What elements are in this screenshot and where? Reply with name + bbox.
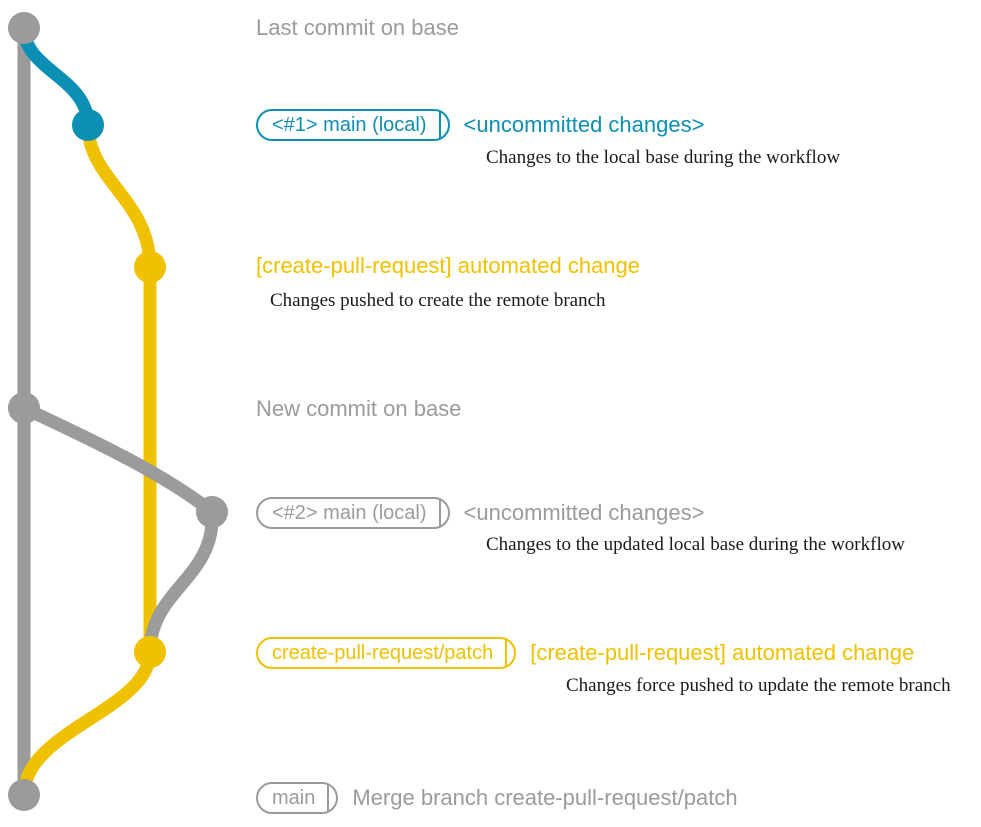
commit-description-local-commit-1: Changes to the local base during the wor… (486, 147, 841, 168)
row-merge-commit: main Merge branch create-pull-request/pa… (256, 782, 738, 814)
ref-badge-cap (327, 784, 336, 812)
base-to-local1-edge (17, 21, 95, 132)
node-new-commit-on-base (8, 392, 40, 424)
node-last-commit-on-base (8, 12, 40, 44)
row-local-commit-2: <#2> main (local) <uncommitted changes> (256, 497, 704, 529)
commit-subject-remote-commit-2: [create-pull-request] automated change (530, 640, 915, 665)
remote2-to-merge-edge (17, 645, 157, 802)
local1-to-remote1-edge (81, 118, 157, 274)
ref-badge-main-local-1[interactable]: <#1> main (local) (256, 109, 450, 141)
ref-badge-label: create-pull-request/patch (272, 642, 494, 664)
row-new-commit-on-base: New commit on base (256, 398, 461, 420)
node-local-commit-2 (196, 496, 228, 528)
row-last-commit-on-base: Last commit on base (256, 17, 459, 39)
commit-description-remote-commit-2: Changes force pushed to update the remot… (566, 675, 951, 696)
commit-description-local-commit-2: Changes to the updated local base during… (486, 534, 905, 555)
ref-badge-cap (505, 639, 514, 667)
commit-subject-remote-commit-1: [create-pull-request] automated change (256, 253, 641, 278)
commit-subject-new-commit-on-base: New commit on base (256, 396, 462, 421)
node-merge-commit (8, 779, 40, 811)
commit-subject-local-commit-2: <uncommitted changes> (463, 500, 705, 525)
ref-badge-main[interactable]: main (256, 782, 339, 814)
node-local-commit-1 (72, 109, 104, 141)
commit-description-remote-commit-1: Changes pushed to create the remote bran… (270, 290, 606, 311)
row-local-commit-1: <#1> main (local) <uncommitted changes> (256, 109, 704, 141)
commit-subject-merge-commit: Merge branch create-pull-request/patch (352, 785, 738, 810)
ref-badge-cap (438, 499, 448, 527)
row-remote-commit-2: create-pull-request/patch [create-pull-r… (256, 637, 914, 669)
local2-to-remote2-edge (143, 505, 219, 659)
row-remote-commit-1: [create-pull-request] automated change (256, 255, 640, 277)
ref-badge-create-pull-request-patch[interactable]: create-pull-request/patch (256, 637, 517, 669)
ref-badge-cap (438, 111, 448, 139)
ref-badge-main-local-2[interactable]: <#2> main (local) (256, 497, 450, 529)
commit-subject-last-commit-on-base: Last commit on base (256, 15, 459, 40)
node-remote-commit-1 (134, 251, 166, 283)
ref-badge-label: main (272, 787, 316, 809)
ref-badge-label: <#1> main (local) (272, 114, 427, 136)
commit-subject-local-commit-1: <uncommitted changes> (463, 112, 705, 137)
node-remote-commit-2 (134, 636, 166, 668)
base2-to-local2-edge (17, 401, 219, 519)
ref-badge-label: <#2> main (local) (272, 502, 427, 524)
